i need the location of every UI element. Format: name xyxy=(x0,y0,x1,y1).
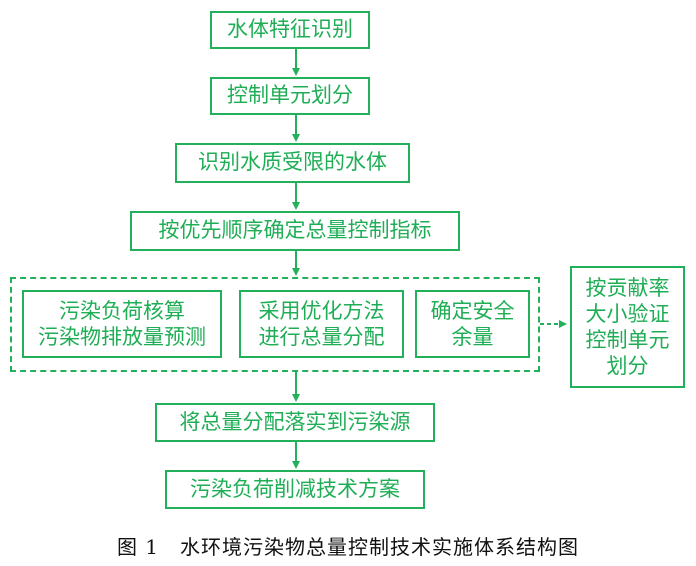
node-label: 污染负荷削减技术方案 xyxy=(190,476,400,501)
node-label-line: 污染物排放量预测 xyxy=(38,325,206,349)
node-label-line: 大小验证 xyxy=(585,301,670,326)
node-control-unit-division: 控制单元划分 xyxy=(210,77,370,115)
node-label-line: 进行总量分配 xyxy=(258,325,385,349)
figure-caption: 图 1 水环境污染物总量控制技术实施体系结构图 xyxy=(116,535,580,559)
node-pollution-load-accounting: 污染负荷核算 污染物排放量预测 xyxy=(22,290,222,358)
node-verify-unit-division: 按贡献率 大小验证 控制单元 划分 xyxy=(570,266,685,388)
node-label: 识别水质受限的水体 xyxy=(198,150,387,175)
node-label-line: 污染负荷核算 xyxy=(59,298,185,323)
grouping-dashed-frame xyxy=(10,277,540,372)
node-label: 控制单元划分 xyxy=(227,83,353,108)
node-label-line: 确定安全 xyxy=(430,298,515,323)
node-label-line: 划分 xyxy=(606,354,649,379)
node-label-line: 按贡献率 xyxy=(585,275,670,300)
node-water-feature-identification: 水体特征识别 xyxy=(210,11,370,49)
node-optimized-allocation: 采用优化方法 进行总量分配 xyxy=(239,290,404,358)
node-reduction-plan: 污染负荷削减技术方案 xyxy=(165,470,425,509)
node-label: 水体特征识别 xyxy=(227,17,353,42)
node-safety-margin: 确定安全 余量 xyxy=(415,290,530,358)
node-priority-indicators: 按优先顺序确定总量控制指标 xyxy=(130,211,460,251)
node-label-line: 控制单元 xyxy=(585,328,670,352)
node-label: 按优先顺序确定总量控制指标 xyxy=(158,218,432,243)
node-allocate-to-sources: 将总量分配落实到污染源 xyxy=(155,403,435,442)
node-label: 将总量分配落实到污染源 xyxy=(179,409,411,434)
node-identify-limited-water: 识别水质受限的水体 xyxy=(175,143,410,183)
node-label-line: 余量 xyxy=(451,325,494,349)
node-label-line: 采用优化方法 xyxy=(258,298,385,323)
